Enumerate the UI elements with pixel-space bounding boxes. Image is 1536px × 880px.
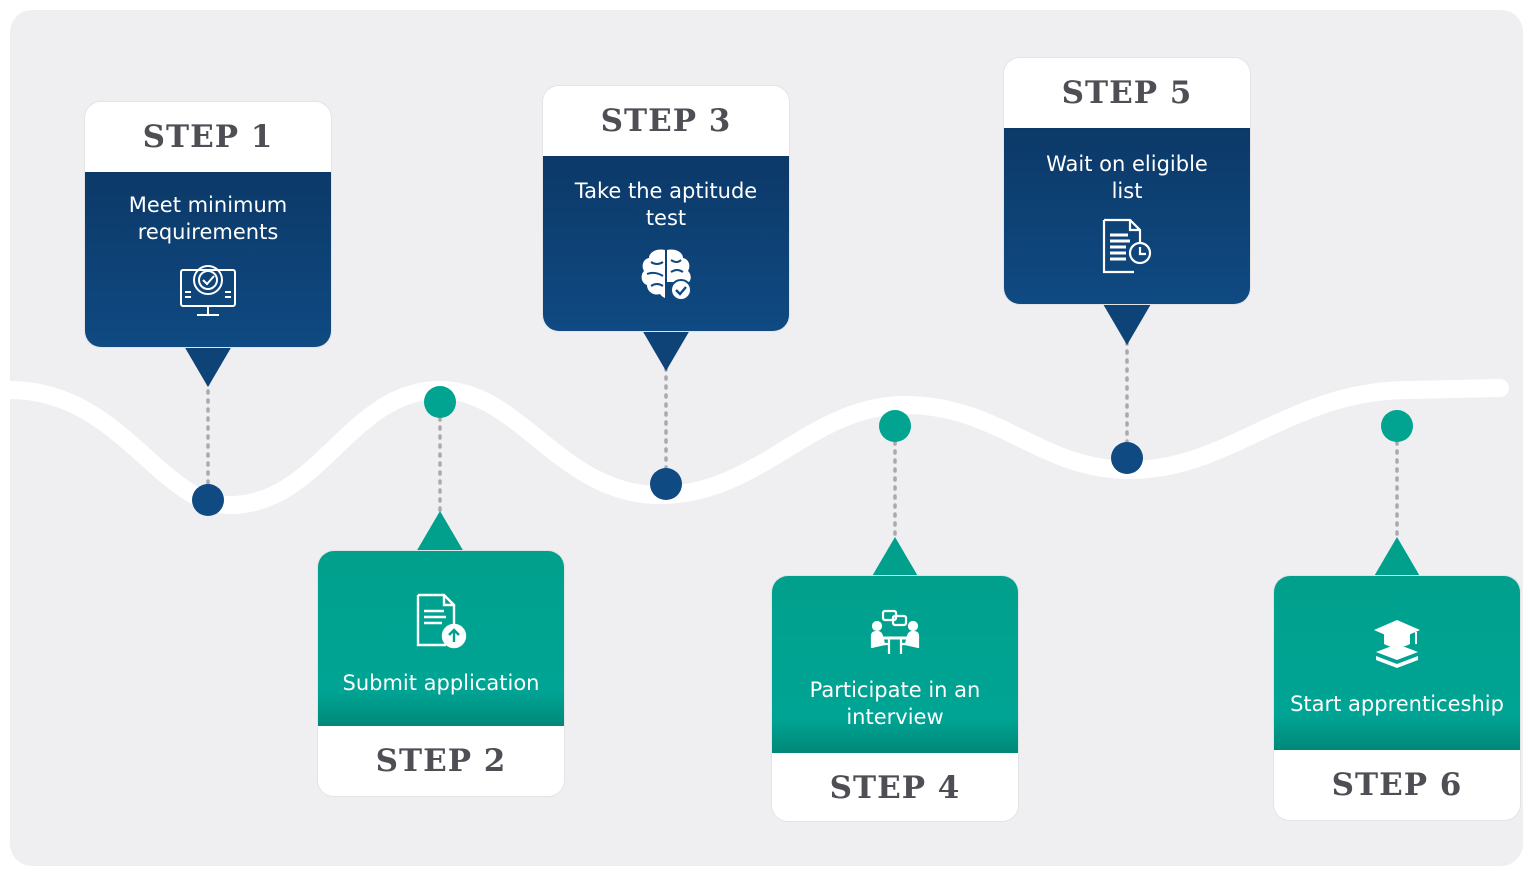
step-label: STEP 3 [543, 86, 789, 156]
computer-gear-check-icon [177, 258, 239, 327]
step-label: STEP 5 [1004, 58, 1250, 128]
list-document-clock-icon [1100, 217, 1154, 282]
step-label: STEP 4 [772, 753, 1018, 821]
interview-people-icon [869, 608, 921, 663]
step-card-6: Start apprenticeship STEP 6 [1274, 576, 1520, 820]
dot-4 [879, 410, 911, 442]
wave-path [1, 379, 1509, 515]
step-card-1: STEP 1 Meet minimum requirements [85, 102, 331, 347]
step-card-2: Submit application STEP 2 [318, 551, 564, 796]
step-label: STEP 6 [1274, 750, 1520, 820]
step-card-3: STEP 3 Take the aptitude test [543, 86, 789, 331]
document-upload-icon [414, 591, 468, 656]
dot-6 [1381, 410, 1413, 442]
step-card-4: Participate in an interview STEP 4 [772, 576, 1018, 821]
step-description: Wait on eligible list [1046, 151, 1208, 203]
step-description: Participate in an interview [809, 678, 981, 729]
pointer-4 [871, 537, 919, 578]
pointer-2 [416, 511, 464, 552]
step-description: Take the aptitude test [574, 179, 758, 230]
graduation-cap-books-icon [1372, 618, 1422, 677]
step-description: Meet minimum requirements [128, 193, 288, 244]
dot-2 [424, 386, 456, 418]
pointer-5 [1103, 304, 1151, 345]
step-label: STEP 2 [318, 726, 564, 796]
pointer-6 [1373, 537, 1421, 578]
step-description: Start apprenticeship [1290, 692, 1504, 716]
pointer-1 [184, 346, 232, 387]
dot-3 [650, 468, 682, 500]
step-label: STEP 1 [85, 102, 331, 172]
step-card-5: STEP 5 Wait on eligible list [1004, 58, 1250, 304]
brain-check-icon [637, 244, 695, 309]
dot-1 [192, 484, 224, 516]
step-description: Submit application [342, 670, 540, 695]
pointer-3 [642, 330, 690, 371]
dot-5 [1111, 442, 1143, 474]
